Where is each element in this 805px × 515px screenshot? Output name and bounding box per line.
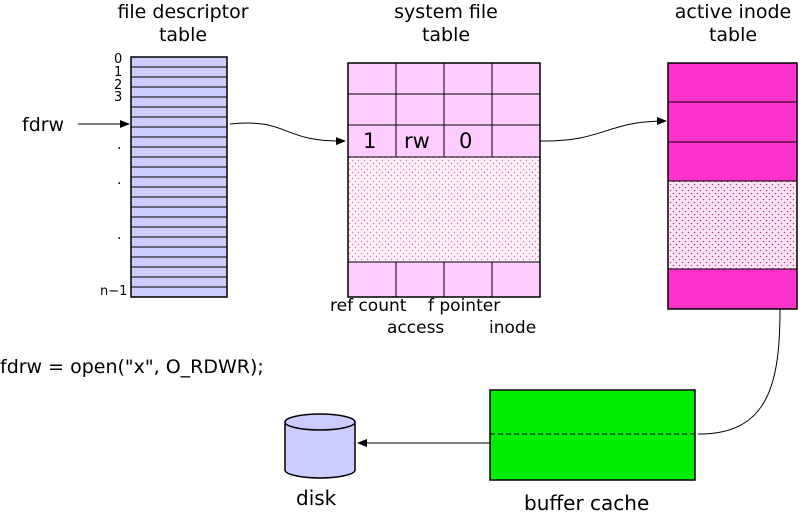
fd-index-2: 2: [114, 78, 123, 93]
sft-to-inode-arrow: [539, 117, 667, 142]
access-value: rw: [404, 129, 430, 153]
fd-table-title-line1: file descriptor: [117, 1, 249, 23]
inode-table-unused-area: [668, 181, 797, 269]
fd-table-title-line2: table: [158, 24, 208, 46]
buffer-cache-label: buffer cache: [524, 491, 650, 515]
fd-index-1: 1: [114, 65, 123, 80]
f-pointer-value: 0: [459, 129, 473, 153]
ref-count-label: ref count: [330, 296, 407, 316]
system-file-table-title: system file table: [364, 1, 528, 47]
fd-table: [130, 56, 228, 298]
active-inode-table: [667, 62, 798, 310]
disk-label: disk: [296, 486, 337, 510]
inode-to-cache-curve: [699, 308, 781, 435]
inode-title-line2: table: [708, 24, 758, 46]
inode-label: inode: [489, 318, 537, 338]
f-pointer-label: f pointer: [428, 296, 501, 316]
fd-index-last: n−1: [100, 284, 128, 299]
inode-title-line1: active inode: [674, 1, 792, 23]
fd-index-0: 0: [114, 52, 123, 67]
fd-index-3: 3: [114, 90, 123, 105]
fd-ellipsis-dot-1: .: [117, 137, 122, 153]
active-inode-table-title: active inode table: [650, 1, 805, 47]
access-label: access: [387, 318, 445, 338]
ref-count-value: 1: [363, 129, 377, 153]
disk-icon: [284, 413, 356, 479]
fd-table-title: file descriptor table: [100, 1, 266, 47]
fd-to-sft-arrow: [229, 122, 346, 146]
open-call-code: fdrw = open("x", O_RDWR);: [0, 356, 264, 378]
fdrw-label: fdrw: [22, 114, 65, 136]
fd-ellipsis-dot-3: .: [117, 227, 122, 243]
system-file-table: [347, 62, 541, 298]
sft-title-line2: table: [421, 24, 471, 46]
sft-title-line1: system file: [394, 1, 498, 23]
system-file-table-unused-area: [348, 157, 540, 262]
fd-ellipsis-dot-2: .: [117, 172, 122, 188]
buffer-cache-box: [489, 389, 696, 481]
fd-table-rows: [131, 66, 227, 288]
